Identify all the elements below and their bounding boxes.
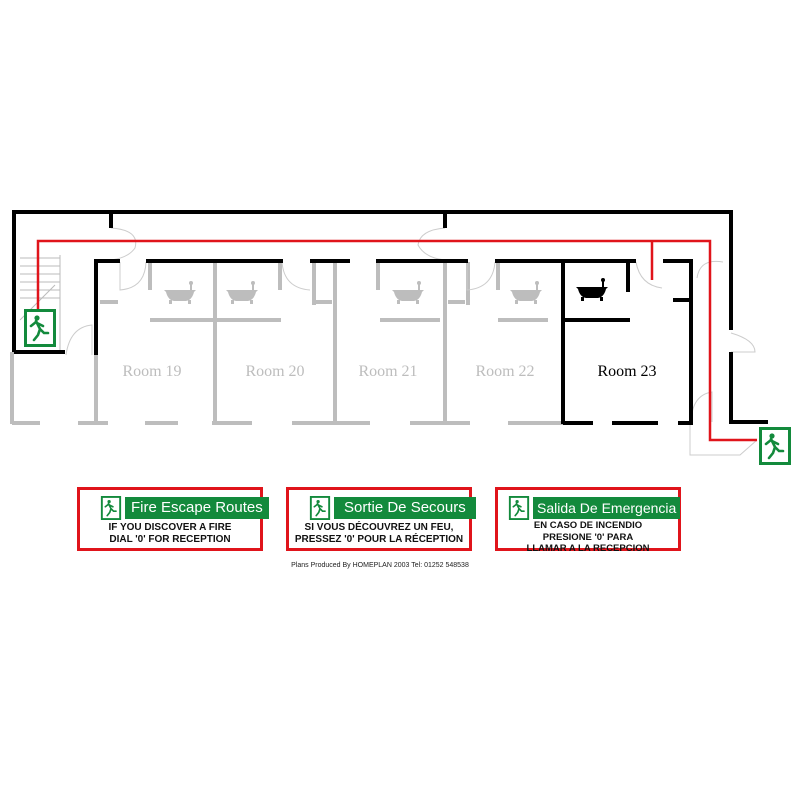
sign-line: EN CASO DE INCENDIO bbox=[533, 520, 643, 531]
bath-icon-room-23 bbox=[576, 278, 608, 301]
bath-icon bbox=[392, 281, 424, 304]
sign-french: Sortie De Secours SI VOUS DÉCOUVREZ UN F… bbox=[286, 487, 476, 551]
sign-spanish: Salida De Emergencia EN CASO DE INCENDIO… bbox=[495, 487, 681, 554]
sign-title: Sortie De Secours bbox=[334, 497, 476, 519]
sign-line: PRESSEZ '0' POUR LA RÉCEPTION bbox=[294, 534, 464, 545]
bath-icon bbox=[510, 281, 542, 304]
sign-title: Salida De Emergencia bbox=[533, 497, 681, 519]
exit-sign-icon bbox=[508, 496, 530, 520]
bath-icon bbox=[226, 281, 258, 304]
sign-english: Fire Escape Routes IF YOU DISCOVER A FIR… bbox=[77, 487, 269, 551]
credits-footer: Plans Produced By HOMEPLAN 2003 Tel: 012… bbox=[291, 562, 469, 569]
sign-line: LLAMAR A LA RECEPCION bbox=[526, 543, 650, 554]
sign-line: SI VOUS DÉCOUVREZ UN FEU, bbox=[304, 522, 454, 533]
room-22-label: Room 22 bbox=[475, 363, 534, 380]
exit-sign-icon bbox=[100, 496, 122, 520]
sign-title: Fire Escape Routes bbox=[125, 497, 269, 519]
room-21-label: Room 21 bbox=[358, 363, 417, 380]
bath-icon bbox=[164, 281, 196, 304]
exit-sign-icon-main bbox=[757, 425, 793, 467]
exit-sign-icon-stairs bbox=[22, 307, 58, 349]
bath-icons bbox=[164, 281, 542, 304]
floor-plan: Room 19 Room 20 Room 21 Room 22 Room 23 bbox=[10, 210, 793, 467]
escape-route bbox=[36, 239, 757, 442]
active-walls bbox=[12, 210, 768, 425]
room-23-label: Room 23 bbox=[597, 363, 656, 380]
sign-line: PRESIONE '0' PARA bbox=[542, 531, 634, 543]
exit-sign-icon bbox=[309, 496, 331, 520]
door-swings bbox=[19, 227, 758, 456]
sign-line: DIAL '0' FOR RECEPTION bbox=[109, 534, 231, 545]
inactive-walls bbox=[10, 262, 563, 425]
room-19-label: Room 19 bbox=[122, 363, 181, 380]
sign-line: IF YOU DISCOVER A FIRE bbox=[108, 522, 232, 533]
room-20-label: Room 20 bbox=[245, 363, 304, 380]
